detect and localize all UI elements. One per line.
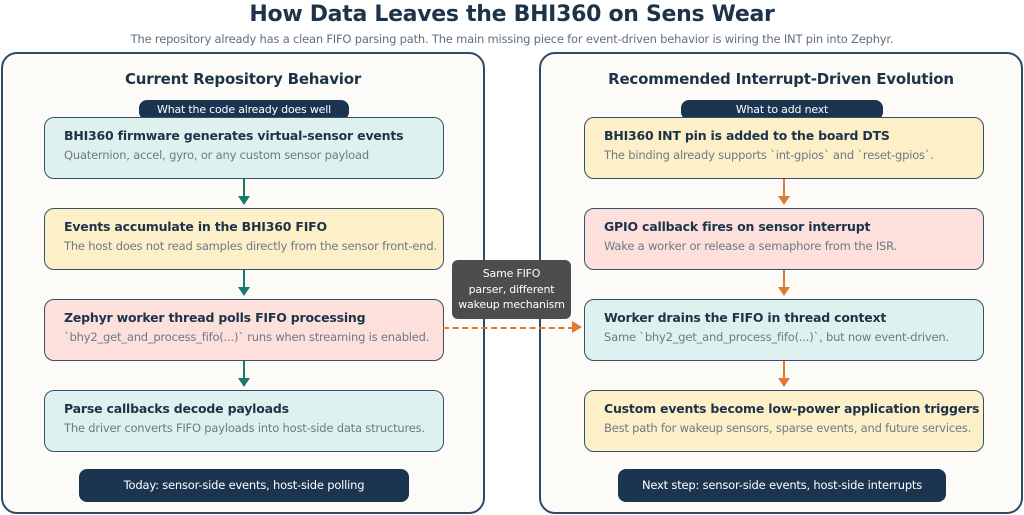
arrow-line (243, 361, 245, 379)
panel-title: Current Repository Behavior (124, 70, 362, 88)
step-heading: BHI360 firmware generates virtual-sensor… (64, 128, 404, 143)
step-fifo-accumulate: Events accumulate in the BHI360 FIFO The… (44, 208, 444, 270)
step-heading: Custom events become low-power applicati… (604, 401, 980, 416)
step-heading: BHI360 INT pin is added to the board DTS (604, 128, 890, 143)
arrow-right-icon (572, 321, 582, 333)
step-description: Wake a worker or release a semaphore fro… (604, 239, 897, 253)
arrow-down-icon (778, 378, 790, 387)
top-pill: What to add next (681, 100, 883, 120)
bottom-pill: Next step: sensor-side events, host-side… (618, 469, 946, 502)
step-parse-callbacks: Parse callbacks decode payloads The driv… (44, 390, 444, 452)
step-description: Best path for wakeup sensors, sparse eve… (604, 421, 972, 435)
arrow-down-icon (238, 287, 250, 296)
current-behavior-panel: Current Repository Behavior What the cod… (1, 52, 485, 514)
step-heading: Zephyr worker thread polls FIFO processi… (64, 310, 366, 325)
bridge-note-line: parser, different (468, 282, 555, 296)
step-heading: Worker drains the FIFO in thread context (604, 310, 887, 325)
step-firmware-events: BHI360 firmware generates virtual-sensor… (44, 117, 444, 179)
step-worker-polls: Zephyr worker thread polls FIFO processi… (44, 299, 444, 361)
recommended-evolution-panel: Recommended Interrupt-Driven Evolution W… (539, 52, 1023, 514)
step-description: `bhy2_get_and_process_fifo(...)` runs wh… (64, 330, 430, 344)
bridge-note: Same FIFO parser, different wakeup mecha… (452, 260, 571, 319)
arrow-down-icon (778, 196, 790, 205)
step-heading: Parse callbacks decode payloads (64, 401, 289, 416)
arrow-line (783, 179, 785, 197)
step-description: The driver converts FIFO payloads into h… (64, 421, 425, 435)
diagram-subtitle: The repository already has a clean FIFO … (130, 32, 894, 46)
bridge-dashed-connector (443, 327, 574, 329)
arrow-line (243, 179, 245, 197)
arrow-line (783, 270, 785, 288)
step-gpio-callback: GPIO callback fires on sensor interrupt … (584, 208, 984, 270)
arrow-down-icon (778, 287, 790, 296)
bridge-note-line: wakeup mechanism (458, 298, 565, 311)
arrow-down-icon (238, 196, 250, 205)
diagram-title: How Data Leaves the BHI360 on Sens Wear (249, 2, 775, 27)
step-description: Quaternion, accel, gyro, or any custom s… (64, 148, 369, 162)
panel-title: Recommended Interrupt-Driven Evolution (608, 70, 954, 88)
arrow-line (243, 270, 245, 288)
arrow-line (783, 361, 785, 379)
step-custom-events: Custom events become low-power applicati… (584, 390, 984, 452)
step-description: The host does not read samples directly … (64, 239, 437, 253)
bottom-pill: Today: sensor-side events, host-side pol… (79, 469, 409, 502)
arrow-down-icon (238, 378, 250, 387)
step-description: The binding already supports `int-gpios`… (604, 148, 934, 162)
step-description: Same `bhy2_get_and_process_fifo(...)`, b… (604, 330, 949, 344)
step-worker-drains: Worker drains the FIFO in thread context… (584, 299, 984, 361)
top-pill: What the code already does well (139, 100, 349, 120)
step-heading: Events accumulate in the BHI360 FIFO (64, 219, 327, 234)
bridge-note-line: Same FIFO (482, 267, 541, 280)
step-int-pin-dts: BHI360 INT pin is added to the board DTS… (584, 117, 984, 179)
step-heading: GPIO callback fires on sensor interrupt (604, 219, 871, 234)
